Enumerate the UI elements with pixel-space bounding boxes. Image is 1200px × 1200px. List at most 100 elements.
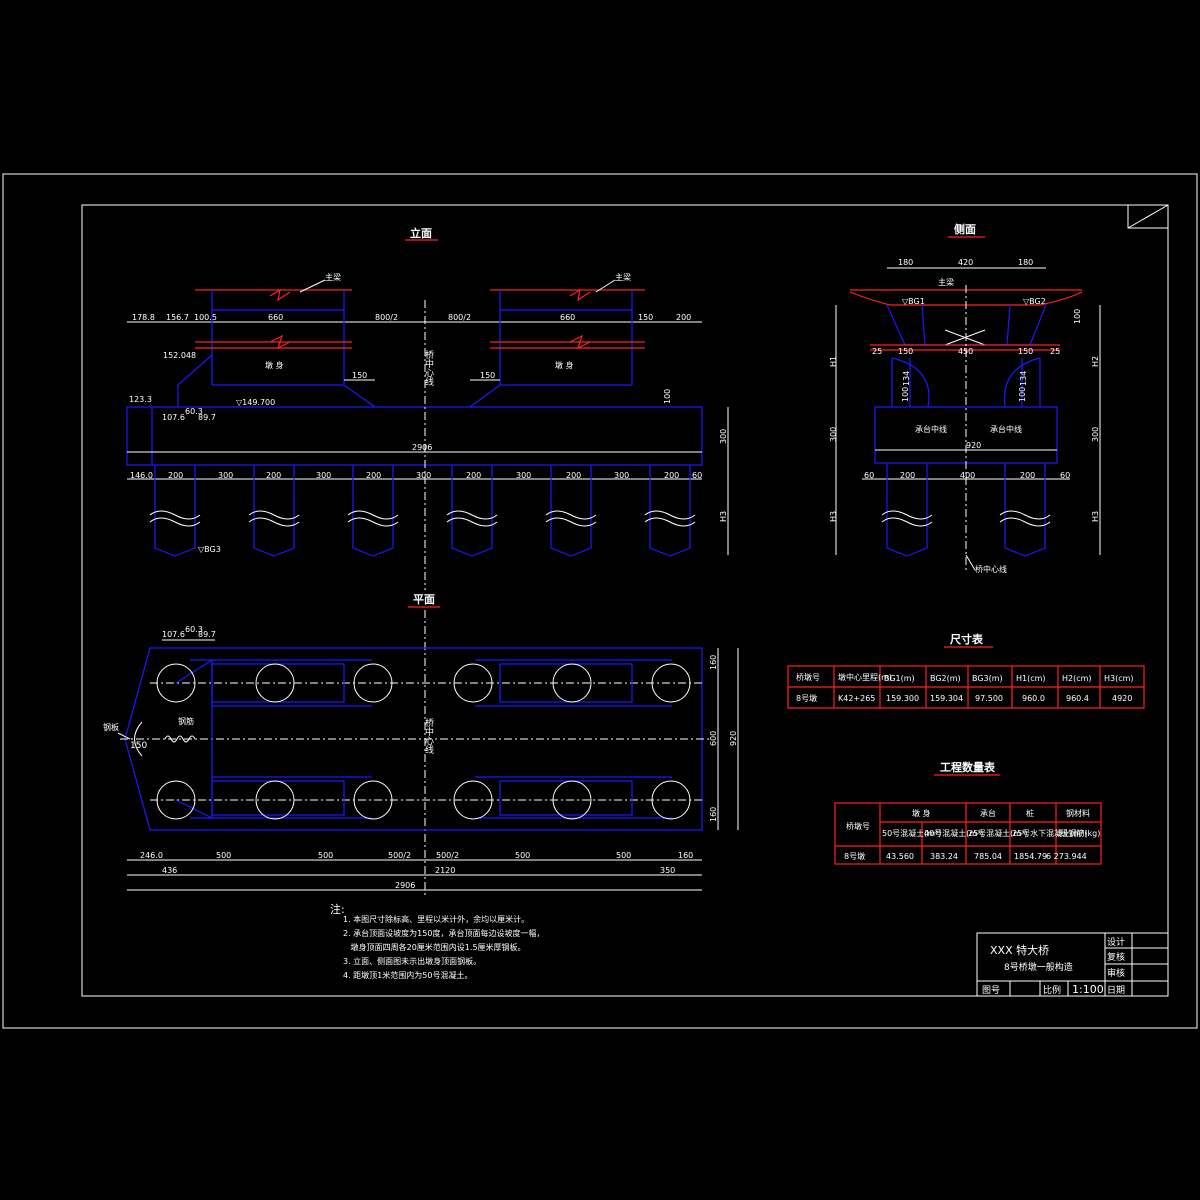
side-dims-top-1-label: 420 (958, 258, 973, 267)
size-table-headers-1-label: 墩中心里程(m) (838, 672, 892, 682)
notes-items-2-label: 墩身顶面四周各20厘米范围内设1.5厘米厚钢板。 (343, 942, 526, 952)
qty-table-row-3-label: 785.04 (974, 852, 1002, 861)
elevation-dims-piles-11-label: 200 (664, 471, 679, 480)
size-table-headers-2-label: BG1(m) (884, 674, 915, 683)
plan-dims-row2-0-label: 436 (162, 866, 177, 875)
qty-table-header-pile-label: 桩 (1026, 808, 1034, 818)
elevation-dims-piles-3-label: 200 (266, 471, 281, 480)
size-table-row-6-label: 960.4 (1066, 694, 1089, 703)
elevation-label-girder-label: 主梁 (325, 272, 341, 282)
elevation-dim-100-label: 100 (663, 389, 672, 404)
elevation-dims-piles-0-label: 146.0 (130, 471, 153, 480)
side-dims-bottom-4-label: 60 (1060, 471, 1070, 480)
side-dims-bottom-0-label: 60 (864, 471, 874, 480)
plan-dims-row1-0-label: 246.0 (140, 851, 163, 860)
side-dim-134-l-label: 134 (902, 371, 911, 386)
side-dims-mid-3-label: 150 (1018, 347, 1033, 356)
size-table-title: 尺寸表 (950, 632, 984, 646)
elevation-dims-top-6-label: 660 (560, 313, 575, 322)
elevation-dims-top-5-label: 800/2 (448, 313, 471, 322)
side-title: 侧面 (954, 222, 976, 236)
elevation-label-h3-label: H3 (719, 511, 728, 522)
side-label-cap-l-label: 承台中线 (915, 424, 947, 434)
side-dims-mid-0-label: 25 (872, 347, 882, 356)
side-label-girder-label: 主梁 (938, 277, 954, 287)
plan-dim-920-label: 920 (729, 731, 738, 746)
notes: 注: 1. 本图尺寸除标高、里程以米计外，余均以厘米计。 2. 承台顶面设坡度为… (330, 902, 544, 980)
plan-dims-row1-2-label: 500 (318, 851, 333, 860)
elevation-dims-piles-1-label: 200 (168, 471, 183, 480)
elevation-dim-total-label: 2906 (412, 443, 432, 452)
title-block-drawing-no-label: 图号 (982, 985, 1000, 996)
plan-dims-row1-4-label: 500/2 (436, 851, 459, 860)
plan-dim-107-label: 107.6 (162, 630, 185, 639)
elevation-dim-89-label: 89.7 (198, 413, 216, 422)
plan-dim-total-label: 2906 (395, 881, 415, 890)
plan-dims-row1-5-label: 500 (515, 851, 530, 860)
title-block-approve-label: 审核 (1107, 967, 1125, 979)
elevation-label-pier-body-right-label: 墩 身 (555, 360, 574, 370)
notes-items-0-label: 1. 本图尺寸除标高、里程以米计外，余均以厘米计。 (343, 914, 529, 924)
plan-dims-row1-6-label: 500 (616, 851, 631, 860)
elevation-dims-top-7-label: 150 (638, 313, 653, 322)
side-dim-100-r-label: 100 (1018, 387, 1027, 402)
qty-table-header-body-label: 墩 身 (912, 808, 931, 818)
elevation-dims-piles-5-label: 200 (366, 471, 381, 480)
side-label-bg1-label: ▽BG1 (902, 297, 925, 306)
side-label-bg2-label: ▽BG2 (1023, 297, 1046, 306)
title-block-date-label: 日期 (1107, 985, 1125, 996)
size-table-row-3-label: 159.304 (930, 694, 963, 703)
title-project: XXX 特大桥 (990, 943, 1049, 957)
elevation-label-pier-body-label: 墩 身 (265, 360, 284, 370)
plan-label-steel-label: 钢板 (103, 722, 119, 732)
elevation-dims-top-2-label: 100.5 (194, 313, 217, 322)
qty-table-row-1-label: 43.560 (886, 852, 914, 861)
elevation-dims-top-3-label: 660 (268, 313, 283, 322)
notes-items-3-label: 3. 立面、侧面图未示出墩身顶面钢板。 (343, 956, 481, 966)
elevation-dim-150-left-label: 150 (352, 371, 367, 380)
title-sheet: 8号桥墩一般构造 (1004, 961, 1073, 973)
size-table-row-1-label: K42+265 (838, 694, 875, 703)
qty-table-sub-headers-2-label: 25号混凝土(m³) (968, 828, 1027, 838)
side-dims-top-0-label: 180 (898, 258, 913, 267)
plan-dims-row2-1-label: 2120 (435, 866, 455, 875)
side-dim-134-r-label: 134 (1019, 371, 1028, 386)
plan-piles (156, 663, 691, 820)
elevation-dims-piles-7-label: 200 (466, 471, 481, 480)
size-table-headers-0-label: 桥墩号 (796, 672, 820, 682)
title-block-scale-label-label: 比例 (1043, 984, 1061, 996)
size-table-row-7-label: 4920 (1112, 694, 1132, 703)
elevation-dims-piles-2-label: 300 (218, 471, 233, 480)
side-view: 侧面 180 420 180 主梁 ▽BG1 ▽BG2 25 150 450 1… (829, 222, 1101, 574)
title-block-review-label: 复核 (1107, 951, 1125, 963)
side-dims-mid-4-label: 25 (1050, 347, 1060, 356)
qty-table-header-steel-label: 钢材料 (1066, 808, 1090, 818)
qty-table-row-2-label: 383.24 (930, 852, 958, 861)
qty-table-header-cap-label: 承台 (980, 808, 996, 818)
plan-dims-right-1-label: 600 (709, 731, 718, 746)
elevation-label-girder-right-label: 主梁 (615, 272, 631, 282)
elevation-dim-300-label: 300 (719, 429, 728, 444)
plan-label-centerline-label: 桥中心线 (423, 717, 434, 754)
side-label-h1-label: H1 (829, 356, 838, 367)
size-table: 尺寸表 桥墩号 墩中心里程(m) BG1(m) BG2(m) BG3(m) H1… (787, 632, 1145, 709)
outer-frame (2, 173, 1198, 1029)
side-label-h2-label: H2 (1091, 356, 1100, 367)
side-dim-100-l-label: 100 (901, 387, 910, 402)
side-dim-300-l-label: 300 (829, 427, 838, 442)
elevation-elev-152-label: 152.048 (163, 351, 196, 360)
title-block-scale-label: 1:100 (1072, 983, 1104, 996)
qty-table-sub-headers-1-label: 40号混凝土(m³) (924, 828, 983, 838)
elevation-dims-top-4-label: 800/2 (375, 313, 398, 322)
elevation-dims-top-8-label: 200 (676, 313, 691, 322)
plan-dims-row1-7-label: 160 (678, 851, 693, 860)
elevation-view: 立面 178.8 156.7 100.5 660 800/2 800/2 660… (126, 226, 729, 590)
elevation-piles (149, 464, 696, 557)
elevation-label-centerline-label: 桥中心线 (423, 349, 434, 386)
plan-dims-right-0-label: 160 (709, 655, 718, 670)
title-block-design-label: 设计 (1107, 936, 1125, 948)
elevation-dim-107-label: 107.6 (162, 413, 185, 422)
plan-dims-row1-3-label: 500/2 (388, 851, 411, 860)
title-block: XXX 特大桥 8号桥墩一般构造 设计 复核 审核 图号 比例 1:100 日期 (976, 932, 1169, 997)
